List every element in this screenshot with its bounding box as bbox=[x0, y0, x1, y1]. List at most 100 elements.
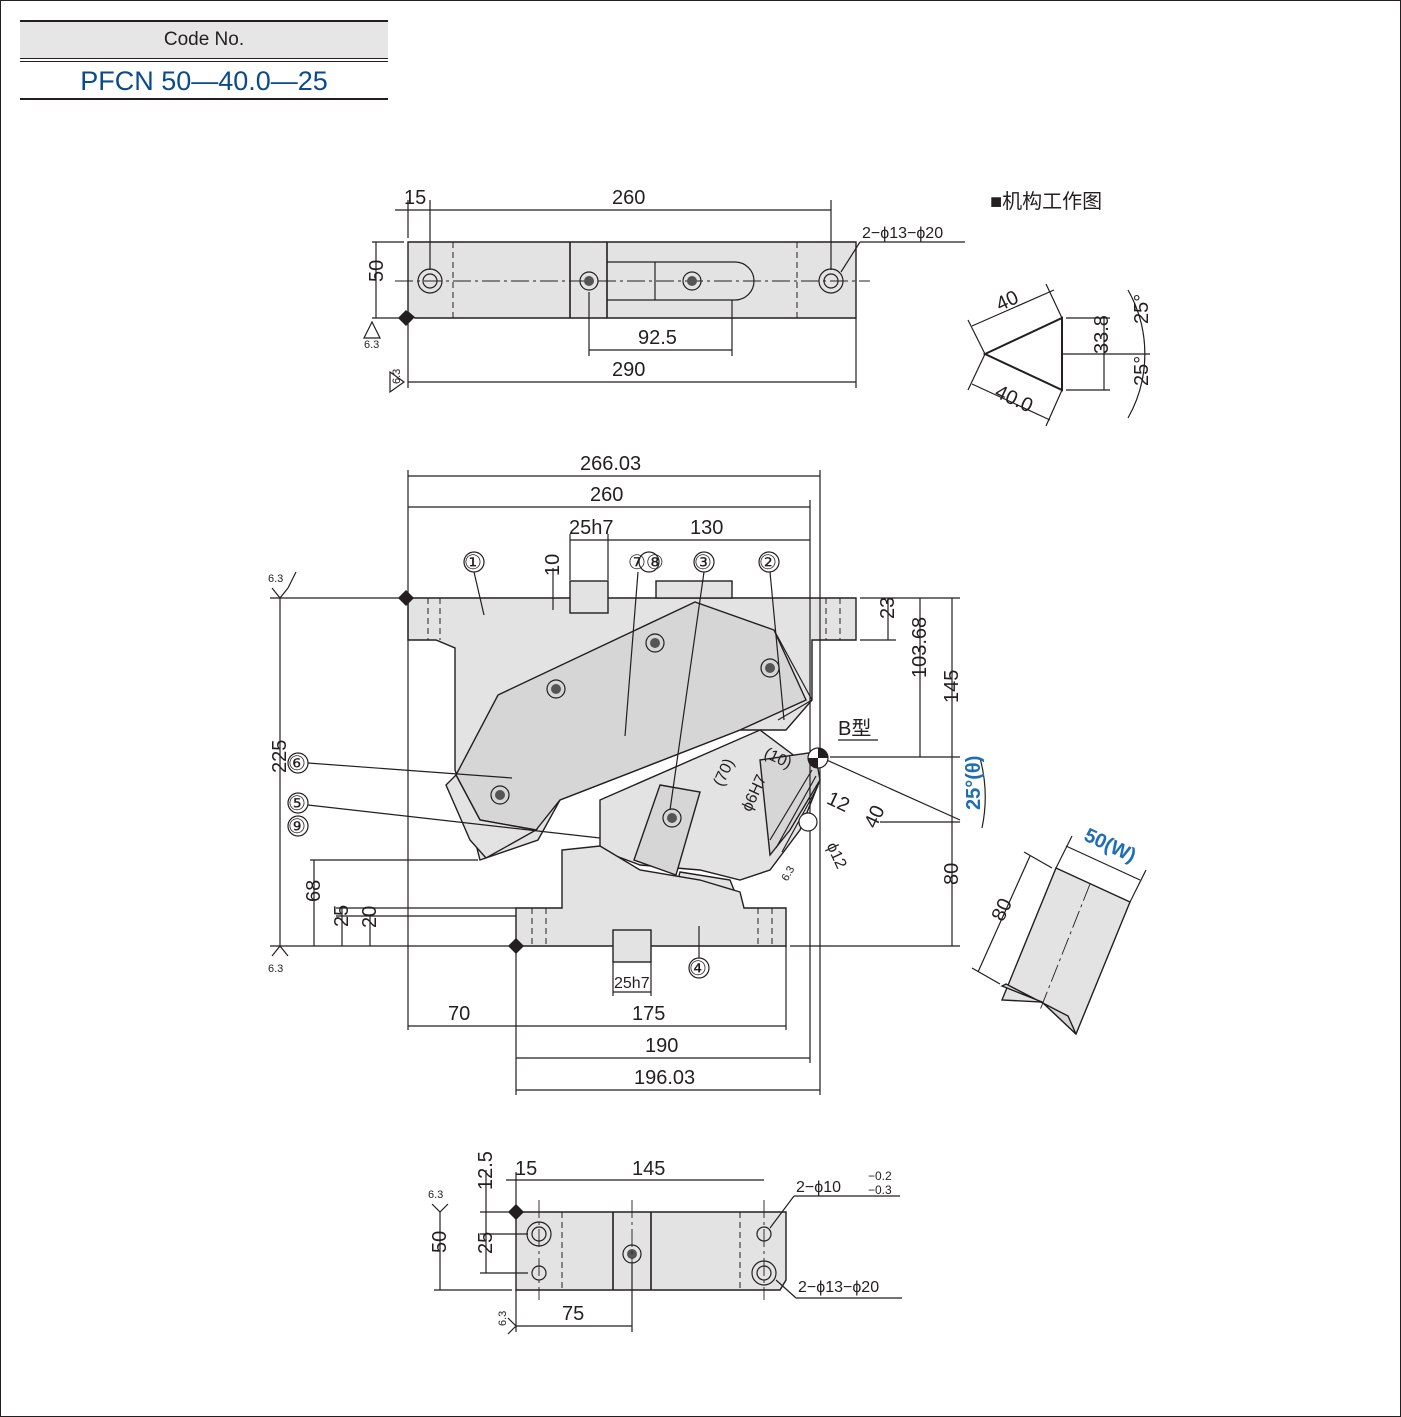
callout-4: ④ bbox=[689, 958, 707, 980]
iso-view: 50(W) 80 bbox=[971, 824, 1147, 1036]
datum-marker-icon bbox=[508, 938, 524, 954]
dim-40-0: 40.0 bbox=[992, 381, 1037, 417]
roughness-symbol bbox=[363, 320, 381, 339]
top-view-plate bbox=[407, 241, 857, 319]
dim-12: 12 bbox=[823, 788, 852, 817]
top-view: 15 260 50 92.5 290 2−ϕ13−ϕ20 6.3 6.3 bbox=[363, 187, 965, 394]
dim-190: 190 bbox=[645, 1035, 678, 1057]
punch-center-marker bbox=[798, 812, 818, 832]
dim-12-5: 12.5 bbox=[475, 1151, 497, 1190]
roughness-symbol bbox=[431, 1203, 449, 1213]
dim-15-bottom: 15 bbox=[515, 1158, 537, 1180]
bolt-group bbox=[490, 633, 780, 828]
bolt-head-icon bbox=[584, 276, 594, 286]
dim-50: 50 bbox=[366, 260, 388, 282]
callout-9: ⑨ bbox=[288, 816, 306, 838]
bottom-view: 15 145 12.5 25 50 75 2−ϕ10 −0.2 −0.3 2−ϕ… bbox=[428, 1151, 902, 1335]
dim-103-68: 103.68 bbox=[909, 617, 931, 678]
roughness-value: 6.3 bbox=[779, 864, 797, 883]
slider-edge bbox=[773, 629, 813, 701]
tolerance-lower: −0.3 bbox=[868, 1183, 892, 1197]
extension-line bbox=[1129, 869, 1147, 903]
hatch-line bbox=[769, 769, 813, 841]
dim-70: 70 bbox=[448, 1003, 470, 1025]
roughness-value: 6.3 bbox=[268, 573, 283, 585]
roughness-value: 6.3 bbox=[364, 339, 379, 351]
callout-7-8: ⑦⑧ bbox=[628, 552, 664, 574]
angle-arc bbox=[1127, 289, 1146, 419]
callout-2: ② bbox=[759, 552, 777, 574]
roughness-symbol bbox=[507, 1317, 517, 1335]
dim-225: 225 bbox=[269, 740, 291, 773]
angle-25-upper: 25° bbox=[1131, 294, 1153, 324]
datum-marker-icon bbox=[398, 310, 414, 326]
dim-20: 20 bbox=[359, 906, 381, 928]
bolt-hole bbox=[823, 273, 839, 289]
front-view: 266.03 260 25h7 130 10 23 103.68 145 80 … bbox=[268, 453, 986, 1095]
hatch-line bbox=[775, 775, 817, 849]
roughness-value: 6.3 bbox=[428, 1189, 443, 1201]
extension-line bbox=[967, 319, 986, 355]
dim-266-03: 266.03 bbox=[580, 453, 641, 475]
dim-25h7-lower: 25h7 bbox=[614, 975, 650, 992]
dim-23: 23 bbox=[877, 597, 899, 619]
b-type-label: B型 bbox=[838, 717, 871, 740]
leader-line bbox=[769, 1195, 795, 1229]
leader-line bbox=[840, 241, 861, 273]
dim-145-bottom: 145 bbox=[632, 1158, 665, 1180]
dim-25h7: 25h7 bbox=[569, 517, 614, 539]
callout-1: ① bbox=[464, 552, 482, 574]
roughness-symbol bbox=[287, 571, 297, 589]
angle-25-lower: 25° bbox=[1131, 356, 1153, 386]
dim-196-03: 196.03 bbox=[634, 1067, 695, 1089]
dim-25-bottom: 25 bbox=[475, 1232, 497, 1254]
roughness-symbol bbox=[389, 370, 406, 394]
angle-25-theta: 25°(θ) bbox=[963, 756, 985, 810]
key-block-lower bbox=[612, 929, 652, 963]
part-3-retainer bbox=[633, 784, 701, 876]
tolerance-upper: −0.2 bbox=[868, 1169, 892, 1183]
callout-5: ⑤ bbox=[288, 793, 306, 815]
punch-holder bbox=[759, 751, 821, 857]
callout-3: ③ bbox=[694, 552, 712, 574]
dim-260: 260 bbox=[590, 484, 623, 506]
code-number-value: PFCN 50—40.0—25 bbox=[20, 61, 388, 100]
angle-leg bbox=[819, 756, 961, 821]
dim-33-8: 33.8 bbox=[1091, 315, 1113, 354]
bolt-head-icon bbox=[687, 276, 697, 286]
dimension-line bbox=[971, 289, 1055, 327]
dim-145: 145 bbox=[941, 670, 963, 703]
dimension-line bbox=[971, 383, 1051, 421]
center-line bbox=[1039, 883, 1091, 1011]
extension-line bbox=[967, 353, 986, 391]
part-callouts: ① ② ③ ⑦⑧ ⑥ ⑤ ⑨ ④ bbox=[287, 551, 785, 980]
dim-92-5: 92.5 bbox=[638, 327, 677, 349]
dim-75: 75 bbox=[562, 1303, 584, 1325]
dim-80-iso: 80 bbox=[988, 895, 1017, 924]
working-diagram: ■机构工作图 40 40.0 33.8 25° 25° bbox=[967, 190, 1153, 427]
dim-80: 80 bbox=[941, 863, 963, 885]
dim-phi12: ϕ12 bbox=[823, 840, 850, 872]
cam-block-tip bbox=[1000, 983, 1077, 1035]
dim-260: 260 bbox=[612, 187, 645, 209]
dim-25: 25 bbox=[331, 905, 353, 927]
dim-40-punch: 40 bbox=[860, 802, 889, 831]
roughness-value: 6.3 bbox=[391, 369, 403, 384]
hole-spec-a: 2−ϕ10 bbox=[796, 1179, 841, 1196]
leader-line bbox=[775, 1279, 797, 1299]
code-number-box: Code No. PFCN 50—40.0—25 bbox=[20, 20, 388, 100]
top-block bbox=[655, 580, 733, 599]
datum-marker-icon bbox=[508, 1204, 524, 1220]
key-block bbox=[569, 580, 609, 614]
datum-marker-icon bbox=[398, 590, 414, 606]
roughness-value: 6.3 bbox=[497, 1311, 509, 1326]
extension-line bbox=[1055, 835, 1073, 869]
roughness-symbol bbox=[271, 945, 289, 957]
extension-line bbox=[1023, 851, 1053, 869]
dim-68: 68 bbox=[303, 880, 325, 902]
dim-40: 40 bbox=[993, 287, 1022, 316]
roughness-symbol bbox=[271, 587, 289, 599]
cam-triangle bbox=[982, 316, 1063, 392]
bolt-head-icon bbox=[579, 271, 599, 291]
